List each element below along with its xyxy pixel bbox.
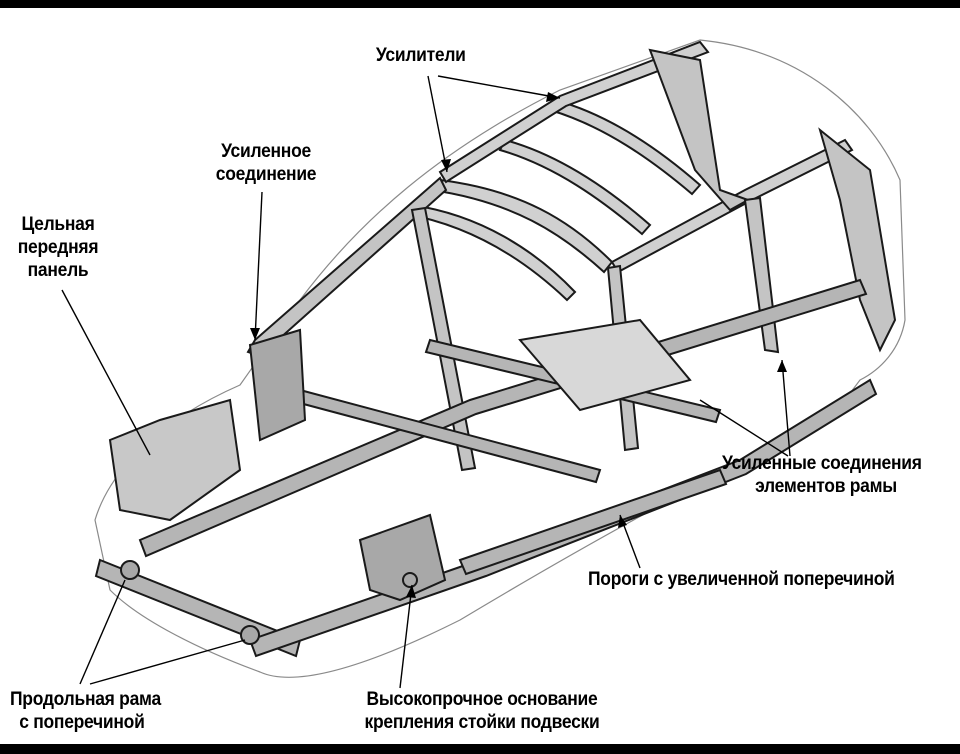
label-strut-mount-base: Высокопрочное основание крепления стойки… xyxy=(364,689,600,733)
label-sills-crossmember: Пороги с увеличенной поперечиной xyxy=(588,569,895,590)
right-longitudinal xyxy=(248,378,878,658)
suspension-mount-right xyxy=(248,328,307,442)
roof-side-rail xyxy=(438,40,710,184)
roof-bow-4 xyxy=(498,138,652,236)
arrowhead-reinforcements-2 xyxy=(546,92,560,102)
a-pillar-left xyxy=(246,176,448,358)
bottom-black-border xyxy=(0,744,960,754)
roof-reinforcements xyxy=(404,40,854,302)
top-black-border xyxy=(0,0,960,8)
rear-corner-pillar xyxy=(818,127,897,353)
suspension-mount-left xyxy=(358,513,447,602)
leader-long-frame-2 xyxy=(89,639,246,685)
label-reinforced-frame-joints: Усиленные соединения элементов рамы xyxy=(722,453,922,497)
front-structure xyxy=(108,328,447,645)
callout-lines xyxy=(61,75,791,689)
leader-joint xyxy=(254,191,263,341)
front-panel xyxy=(108,398,242,522)
leader-strut-base xyxy=(399,584,413,689)
arrowhead-strut xyxy=(406,585,416,598)
roof-bow-3 xyxy=(548,98,702,196)
leader-frame-joints-2 xyxy=(699,399,789,457)
mount-point-1 xyxy=(120,560,140,580)
leader-panel xyxy=(61,289,151,456)
leader-frame-joints-1 xyxy=(781,359,791,457)
leader-long-frame-1 xyxy=(79,579,126,685)
callout-arrowheads xyxy=(250,92,787,598)
mount-point-2 xyxy=(240,625,260,645)
label-reinforced-joint: Усиленное соединение xyxy=(215,141,317,185)
arrowhead-reinforcements-1 xyxy=(441,159,451,172)
leader-reinforcements-2 xyxy=(437,75,561,99)
floor-pan xyxy=(518,318,692,412)
arrowhead-sills xyxy=(618,515,627,528)
mount-point-3 xyxy=(402,572,418,588)
arrowhead-frame-joints xyxy=(777,360,787,372)
leader-reinforcements-1 xyxy=(427,75,448,173)
label-one-piece-front-panel: Цельная передняя панель xyxy=(17,214,99,281)
roof-bow-1 xyxy=(430,178,614,274)
body-silhouette xyxy=(94,39,906,678)
left-longitudinal xyxy=(138,278,868,558)
label-longitudinal-frame: Продольная рама с поперечиной xyxy=(10,689,161,733)
arrowhead-joint xyxy=(250,328,260,340)
sill-left xyxy=(458,468,728,576)
label-reinforcements: Усилители xyxy=(375,45,466,66)
